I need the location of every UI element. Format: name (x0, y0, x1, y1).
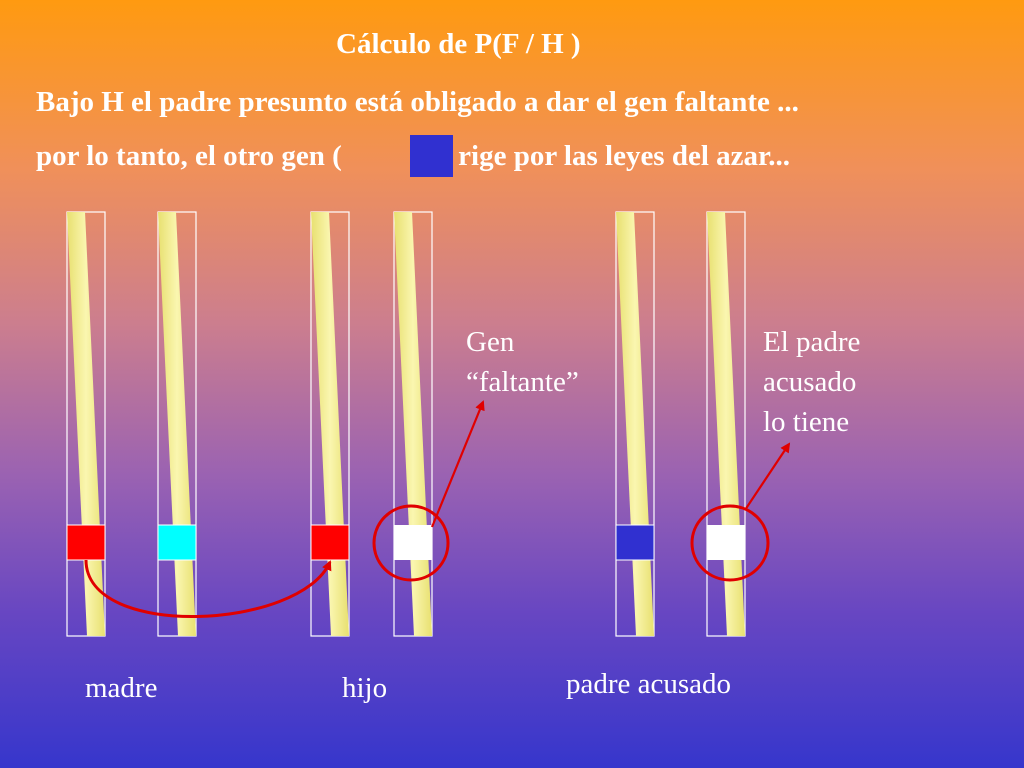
label-madre: madre (85, 672, 158, 704)
padre-tiene-annotation: El padre acusado lo tiene (763, 322, 860, 442)
madre-chromosome-2 (157, 211, 197, 637)
padre-tiene-line-3: lo tiene (763, 406, 850, 438)
explanation-line-2: por lo tanto, el otro gen ( ) se rige por… (36, 140, 790, 173)
hijo-chromosome-1 (310, 211, 350, 637)
hijo-gene-white (394, 525, 432, 560)
explanation-line-2-start: por lo tanto, el otro gen ( (36, 140, 342, 172)
padre-tiene-line-1: El padre (763, 326, 861, 358)
padre-gene-highlight-circle (690, 504, 770, 582)
explanation-line-1: Bajo H el padre presunto está obligado a… (36, 86, 799, 118)
label-padre-acusado: padre acusado (566, 668, 732, 700)
madre-chromosome-1 (66, 211, 106, 637)
gen-faltante-annotation: Gen “faltante” (466, 322, 579, 402)
padre-gene-blue (615, 524, 655, 561)
blue-gene-swatch (410, 135, 453, 177)
madre-gene-cyan (157, 524, 197, 561)
padre-gene-white (707, 525, 745, 560)
gen-faltante-pointer-arrow (430, 400, 485, 528)
padre-tiene-line-2: acusado (763, 366, 857, 398)
gen-faltante-line-2: “faltante” (466, 366, 579, 398)
gen-faltante-line-1: Gen (466, 326, 515, 358)
label-hijo: hijo (342, 672, 388, 704)
padre-chromosome-2 (706, 211, 746, 637)
padre-chromosome-1 (615, 211, 655, 637)
slide-title: Cálculo de P(F / H ) (336, 28, 581, 60)
hijo-gene-highlight-circle (372, 504, 450, 582)
explanation-line-2-end: ) se rige por las leyes del azar... (409, 140, 790, 172)
hijo-gene-red (310, 524, 350, 561)
inheritance-arrow (84, 559, 332, 618)
padre-tiene-pointer-arrow (744, 442, 791, 511)
madre-gene-red (66, 524, 106, 561)
hijo-chromosome-2 (393, 211, 433, 637)
